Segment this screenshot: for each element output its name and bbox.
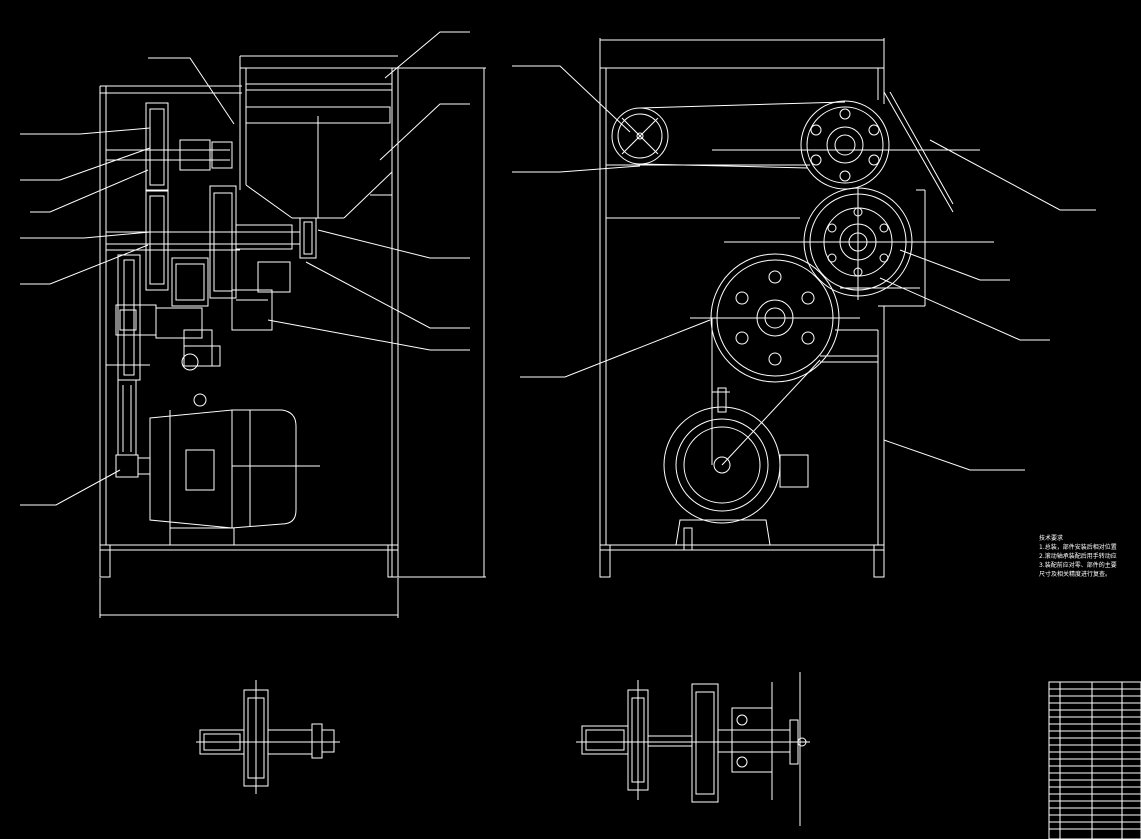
tech-note-line: 2.滚动轴承装配后用手转动应 xyxy=(1039,553,1117,560)
tech-note-line: 尺寸及相关精度进行复查。 xyxy=(1039,571,1112,578)
right-belt-pulley xyxy=(611,101,846,169)
parts-list-table xyxy=(1048,681,1141,839)
tech-note-line: 3.装配前应对零、部件的主要 xyxy=(1039,562,1117,569)
technical-requirements: 技术要求 1.总装，部件安装后相对位置 2.滚动轴承装配后用手转动应 3.装配前… xyxy=(1039,534,1141,579)
left-motor xyxy=(115,393,297,546)
tech-note-line: 1.总装，部件安装后相对位置 xyxy=(1039,544,1117,551)
right-frame xyxy=(599,67,954,578)
right-roller-bottom xyxy=(690,253,860,383)
left-hopper xyxy=(239,56,398,219)
right-motor xyxy=(663,318,821,551)
right-view xyxy=(512,38,1096,578)
right-leaders xyxy=(512,65,1096,471)
tech-notes-title: 技术要求 xyxy=(1039,535,1064,542)
left-view xyxy=(20,31,486,618)
detail-view-b xyxy=(576,672,810,826)
left-frame xyxy=(99,68,399,578)
right-roller-middle xyxy=(724,187,994,300)
right-roller-top xyxy=(712,100,980,190)
detail-view-a xyxy=(196,680,340,794)
left-shaft-assembly xyxy=(106,102,317,456)
right-dimensions xyxy=(599,38,885,68)
left-dimensions xyxy=(99,55,486,618)
left-leaders xyxy=(20,31,470,506)
